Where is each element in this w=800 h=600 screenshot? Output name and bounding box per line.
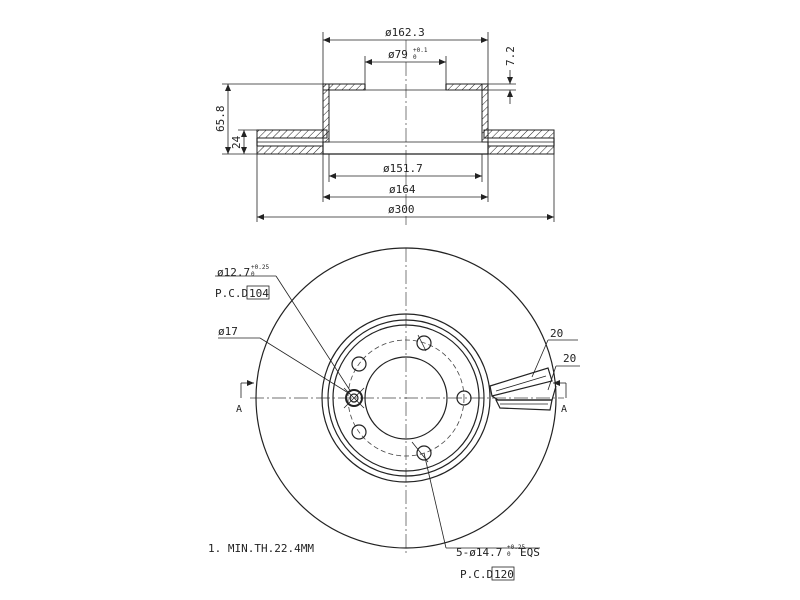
- disc-outer-circle: [255, 247, 557, 549]
- dim-center-bore-tol-upper: +0.1: [413, 47, 428, 54]
- dim-center-bore: ø79: [388, 48, 408, 61]
- lug-hole: [456, 390, 472, 406]
- bolt-hole-inner: [349, 393, 359, 403]
- pcd-large-value: 120: [494, 568, 514, 581]
- disc-plate-top-left: [256, 129, 328, 139]
- dim-disc-thickness: 24: [230, 135, 243, 149]
- bolt-hole-tol-lower: 0: [251, 271, 255, 278]
- leader-pcd-mark: [417, 334, 427, 352]
- hole-dia-label: ø17: [218, 325, 238, 338]
- pcd-small-label: P.C.D: [215, 287, 248, 300]
- dim-center-bore-tol-lower: 0: [413, 54, 417, 61]
- leader-bolt-hole: [275, 275, 352, 393]
- pcd-circle: [347, 339, 465, 457]
- vent-dim-1: 20: [550, 327, 563, 340]
- bolt-hole-tol-upper: +0.25: [251, 264, 269, 271]
- front-view: A A ø12.7 +0.25 0 P.C.D 104 ø17 20 20 5-…: [208, 247, 580, 581]
- disc-plate-top-right: [483, 129, 555, 139]
- leader-lug-holes: [423, 452, 447, 549]
- center-bore-circle: [364, 356, 448, 440]
- section-view: ø162.3 ø79 +0.1 0 7.2 65.8 24 ø151.7 ø16…: [214, 26, 555, 225]
- pcd-small-value: 104: [249, 287, 269, 300]
- vent-dim-2: 20: [563, 352, 576, 365]
- lug-hole: [351, 424, 367, 440]
- lug-holes-tol-upper: +0.25: [507, 544, 525, 551]
- disc-plate-bottom-left: [256, 145, 324, 155]
- lug-hole: [416, 445, 432, 461]
- vent-section: [489, 367, 557, 411]
- dim-outer-hat: ø162.3: [385, 26, 425, 39]
- dim-hat-base: ø164: [389, 183, 416, 196]
- lug-holes-suffix: EQS: [520, 546, 540, 559]
- dim-hat-thickness: 7.2: [504, 46, 517, 66]
- dim-total-height: 65.8: [214, 106, 227, 133]
- leader-hole-dia: [259, 337, 351, 395]
- bolt-hole-label: ø12.7: [217, 266, 250, 279]
- lug-holes-tol-lower: 0: [507, 551, 511, 558]
- hat-inner-circle: [327, 319, 485, 477]
- dim-friction-inner: ø151.7: [383, 162, 423, 175]
- min-thickness-note: 1. MIN.TH.22.4MM: [208, 542, 314, 555]
- lug-hole: [416, 335, 432, 351]
- pcd-large-label: P.C.D: [460, 568, 493, 581]
- hat-outer-circle: [321, 313, 491, 483]
- lug-hole: [351, 356, 367, 372]
- dim-disc-outer: ø300: [388, 203, 415, 216]
- hat-step-circle: [332, 324, 480, 472]
- section-mark-left: A: [236, 404, 242, 415]
- lug-holes-label: 5-ø14.7: [456, 546, 502, 559]
- disc-plate-bottom-right: [487, 145, 555, 155]
- section-mark-right: A: [561, 404, 567, 415]
- hat-top-left: [322, 83, 366, 91]
- bolt-hole-outer: [345, 389, 363, 407]
- hat-top-right: [445, 83, 489, 91]
